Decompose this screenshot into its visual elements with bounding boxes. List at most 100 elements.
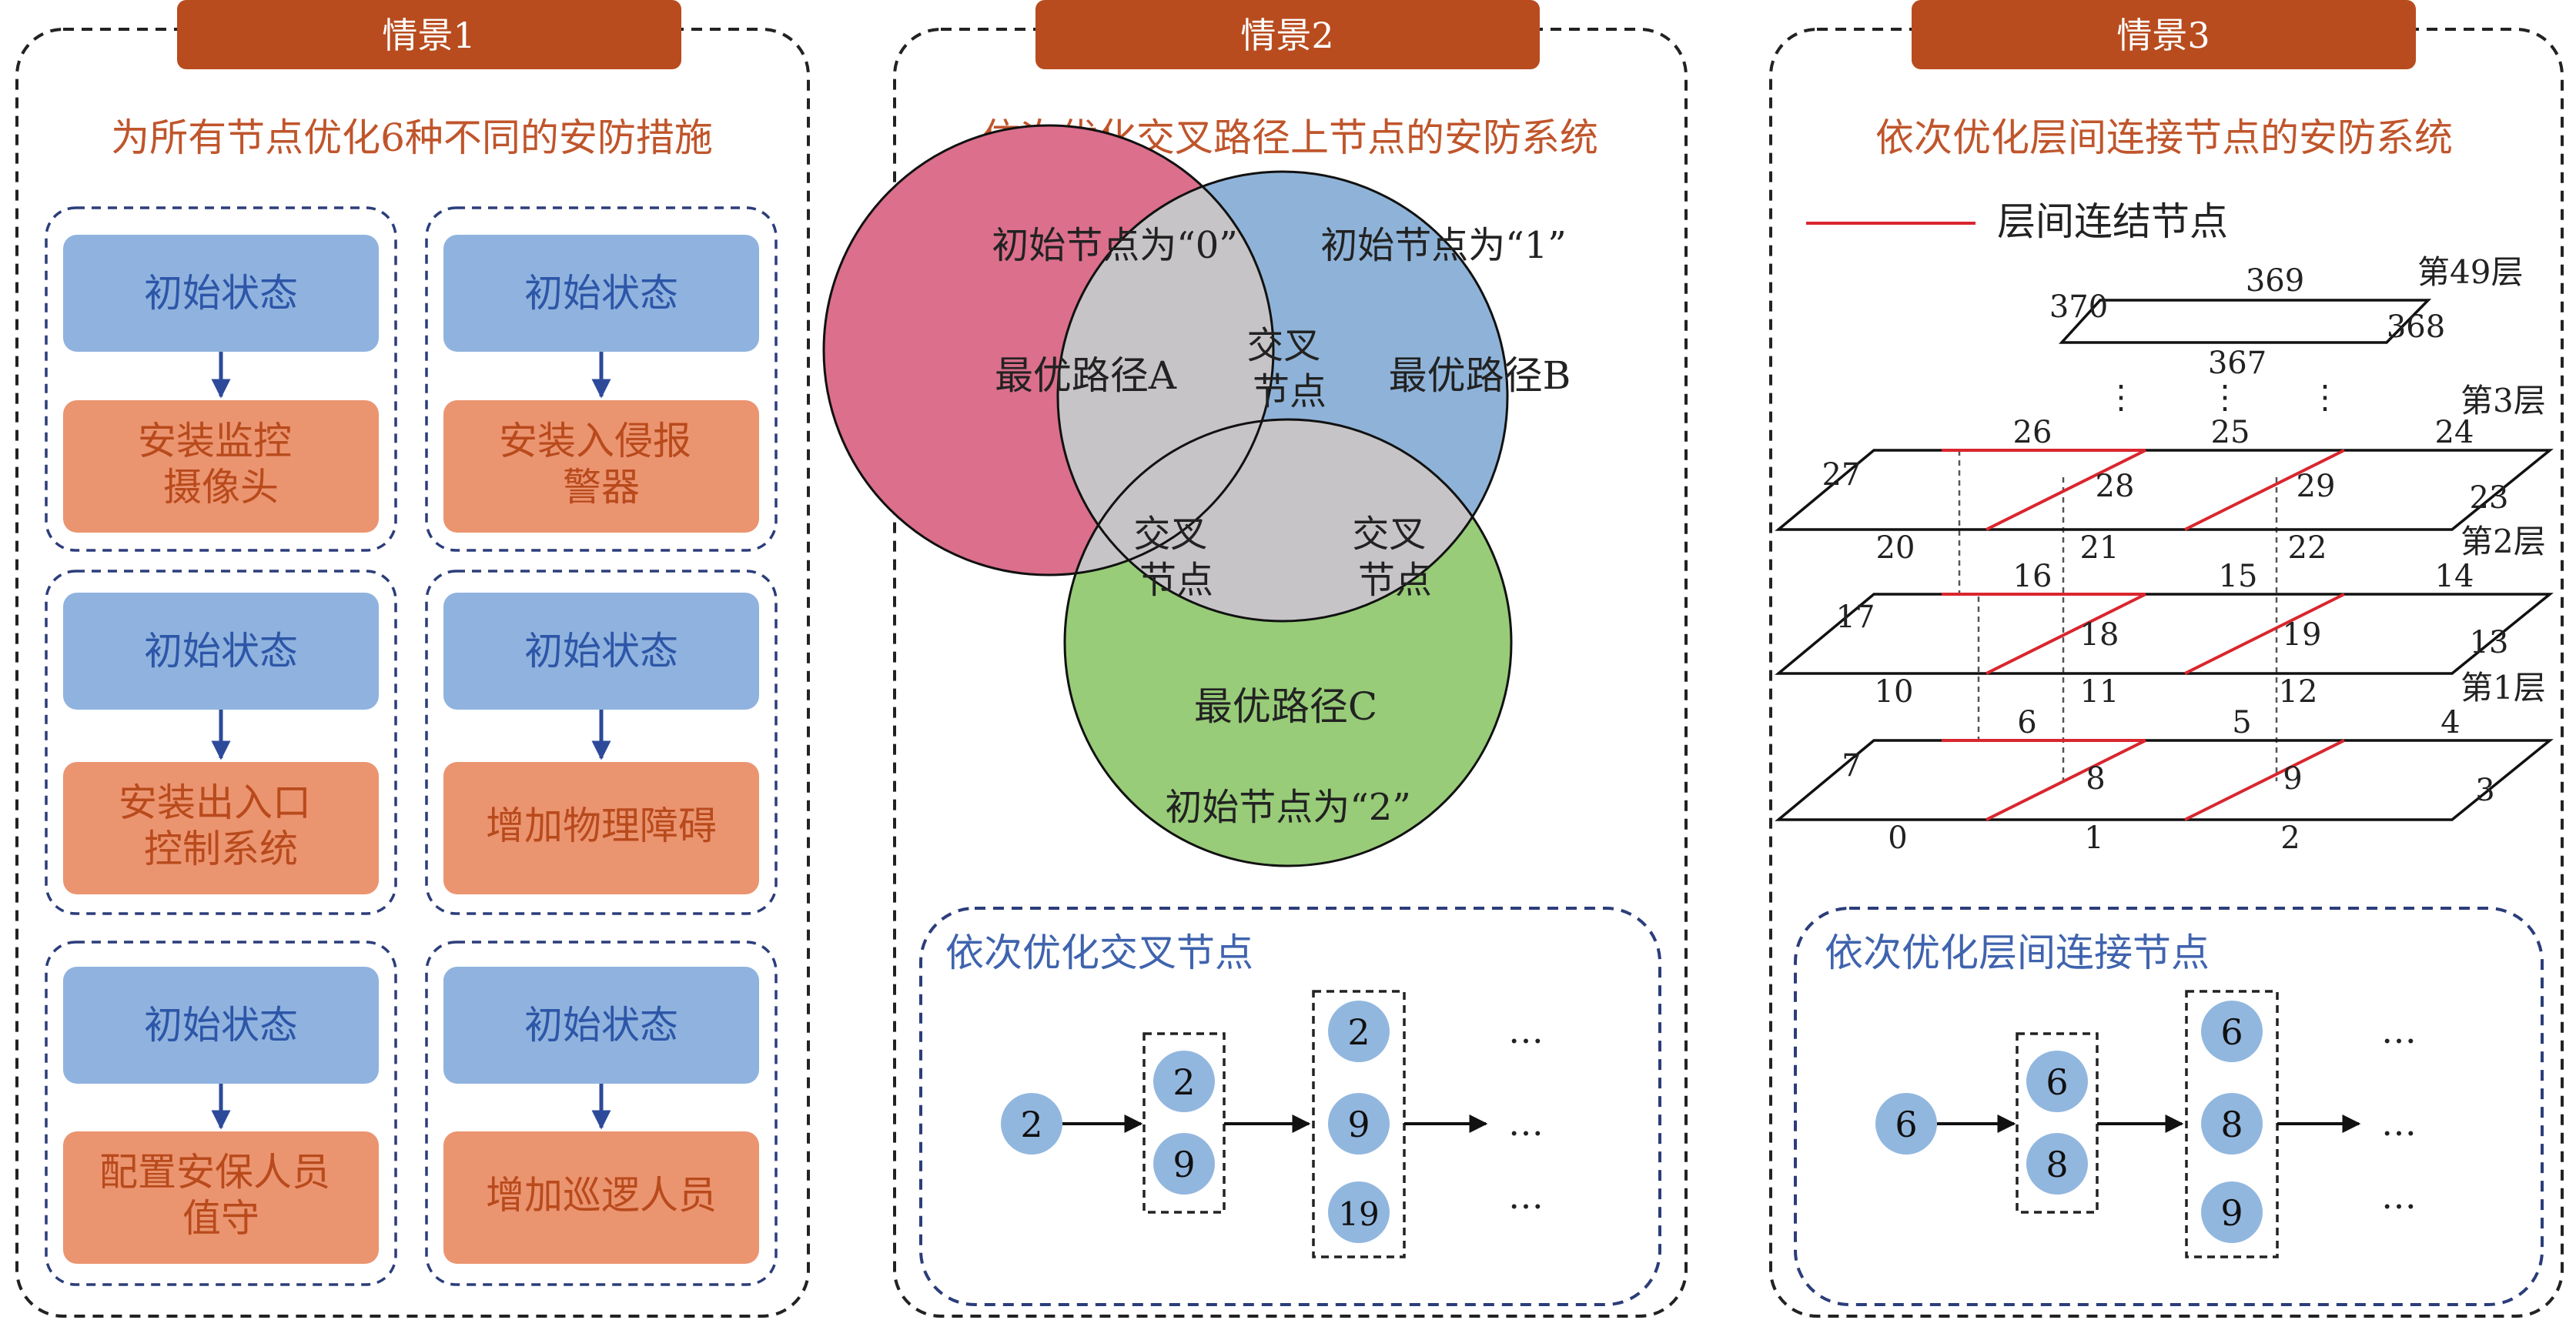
layer-name: 第1层 (2461, 669, 2546, 707)
node-label: 370 (2049, 289, 2108, 325)
node-label: 16 (2013, 559, 2052, 594)
node-number: 2 (1020, 1104, 1042, 1145)
node-label: 8 (2086, 761, 2105, 797)
node-label: 14 (2435, 559, 2474, 594)
node-label: 17 (1836, 600, 1875, 635)
node-number: 19 (1338, 1195, 1379, 1233)
ellipsis: … (2381, 1102, 2417, 1144)
initial-state-box (63, 235, 379, 352)
measure-text: 增加物理障碍 (486, 804, 717, 848)
node-number: 8 (2046, 1144, 2068, 1185)
node-circle (1328, 1181, 1390, 1243)
node-label: 29 (2297, 469, 2336, 504)
node-circle (1153, 1051, 1215, 1112)
group-border (45, 206, 397, 552)
panel-3-border (1769, 28, 2564, 1318)
sequence-border (919, 907, 1661, 1306)
sequence-label: 依次优化交叉节点 (945, 931, 1253, 975)
panel-3-subtitle: 依次优化层间连接节点的安防系统 (1875, 115, 2453, 160)
node-label: 9 (2283, 761, 2302, 797)
group-border (45, 570, 397, 915)
step-box (1142, 1032, 1226, 1214)
venn-overlap-bc (1065, 419, 1507, 621)
node-label: 3 (2475, 773, 2494, 808)
node-circle (1328, 1001, 1390, 1062)
panel-3-header (1912, 0, 2416, 69)
measure-group: 初始状态 安装入侵报 警器 (425, 206, 778, 552)
ellipsis: … (2381, 1175, 2417, 1217)
node-number: 2 (1173, 1061, 1195, 1103)
node-circle (2201, 1001, 2263, 1062)
initial-state-text: 初始状态 (524, 1003, 678, 1048)
ellipsis: … (2381, 1010, 2417, 1051)
node-circle (2201, 1093, 2263, 1155)
red-link (2184, 739, 2345, 821)
node-label: 21 (2080, 530, 2119, 566)
ellipsis: … (1508, 1175, 1544, 1217)
measure-text: 增加巡逻人员 (486, 1173, 717, 1218)
node-label: 367 (2208, 346, 2267, 381)
layer-plane (2059, 299, 2432, 344)
initial-state-text: 初始状态 (524, 271, 678, 316)
node-circle (1328, 1093, 1390, 1155)
measure-text: 配置安保人员 值守 (99, 1150, 343, 1241)
initial-state-text: 初始状态 (144, 271, 298, 316)
measure-box (443, 762, 759, 894)
red-link (1986, 593, 2146, 675)
measure-text: 安装出入口 控制系统 (119, 780, 323, 871)
node-label: 25 (2211, 415, 2250, 450)
layer-plane (1775, 593, 2554, 675)
node-label: 10 (1875, 674, 1914, 710)
node-number: 6 (2046, 1061, 2068, 1103)
node-circle (2026, 1051, 2088, 1112)
layer-plane (1775, 739, 2554, 821)
layer-49: 第49层 370 369 368 367 ⋮ ⋮ ⋮ (2049, 253, 2524, 416)
initial-node-c-label: 初始节点为“2” (1165, 786, 1411, 829)
node-label: 11 (2080, 674, 2119, 710)
node-number: 9 (1173, 1144, 1195, 1185)
measure-box (63, 1131, 379, 1264)
node-label: 12 (2279, 674, 2318, 710)
node-label: 6 (2017, 705, 2036, 740)
panel-scenario-2: 情景2 依次优化交叉路径上节点的安防系统 初始节点为“0” 初始节点为“1” 最… (822, 0, 1688, 1318)
node-label: 5 (2232, 705, 2251, 740)
initial-state-box (443, 235, 759, 352)
initial-node-b-label: 初始节点为“1” (1320, 224, 1567, 267)
group-border (425, 941, 778, 1286)
panel-2-header (1035, 0, 1540, 69)
red-link (2184, 449, 2345, 531)
layer-name: 第3层 (2461, 382, 2546, 419)
initial-state-text: 初始状态 (144, 629, 298, 673)
node-label: 23 (2470, 480, 2509, 516)
node-label: 20 (1876, 530, 1915, 566)
node-label: 28 (2096, 469, 2135, 504)
measure-text: 安装监控 摄像头 (138, 419, 304, 510)
panel-1-border (15, 28, 810, 1318)
layer-3: 第3层 27 26 25 24 28 29 23 20 21 22 (1775, 382, 2554, 566)
vertical-dots: ⋮ (2105, 378, 2137, 416)
node-circle (1153, 1133, 1215, 1195)
node-label: 24 (2435, 415, 2474, 450)
path-b-label: 最优路径B (1389, 353, 1571, 398)
node-number: 2 (1347, 1011, 1370, 1053)
initial-state-box (63, 593, 379, 710)
red-link (1986, 739, 2146, 821)
node-circle (2026, 1133, 2088, 1195)
node-label: 2 (2280, 820, 2300, 856)
initial-state-box (63, 967, 379, 1084)
measure-group: 初始状态 增加巡逻人员 (425, 941, 778, 1286)
initial-state-text: 初始状态 (524, 629, 678, 673)
sequence-border (1794, 907, 2544, 1306)
panel-1-header-text: 情景1 (382, 15, 475, 56)
node-label: 18 (2080, 617, 2119, 653)
panel-1-header (177, 0, 681, 69)
node-label: 19 (2283, 617, 2322, 653)
node-label: 0 (1888, 820, 1907, 856)
panel-2-header-text: 情景2 (1240, 15, 1333, 56)
layer-2: 第2层 17 16 15 14 18 19 13 10 11 12 (1775, 523, 2554, 710)
measure-box (63, 400, 379, 533)
panel-1-subtitle: 为所有节点优化6种不同的安防措施 (111, 115, 713, 160)
measure-text: 安装入侵报 警器 (499, 419, 704, 510)
node-label: 368 (2387, 309, 2445, 345)
